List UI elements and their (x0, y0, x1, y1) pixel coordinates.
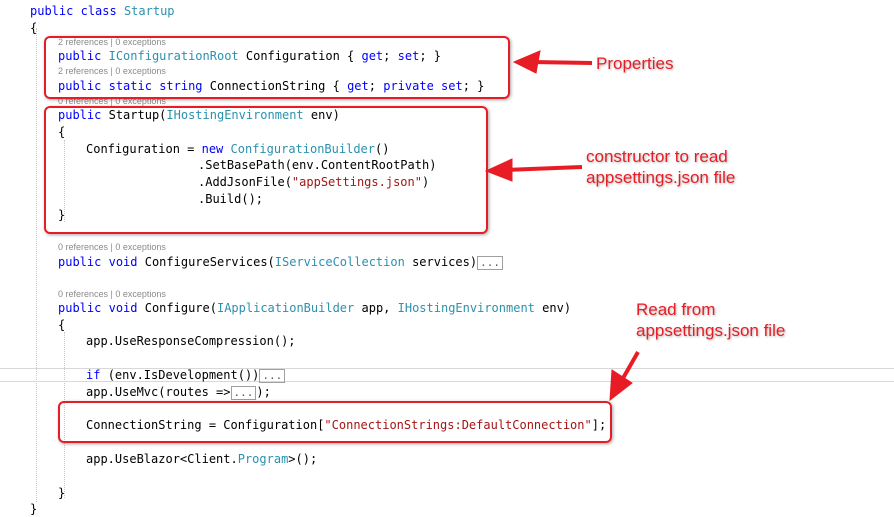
add-json-file-call: .AddJsonFile("appSettings.json") (198, 175, 430, 189)
arrow-head (609, 369, 633, 402)
open-brace: { (30, 21, 38, 35)
configure-signature: public void Configure(IApplicationBuilde… (58, 301, 572, 315)
arrow-shaft (505, 165, 583, 172)
open-brace: { (58, 318, 66, 332)
indent-guide (36, 28, 37, 502)
use-response-compression: app.UseResponseCompression(); (86, 334, 296, 348)
arrow-shaft (531, 60, 593, 65)
properties-highlight-box (44, 36, 510, 99)
line-separator (0, 381, 894, 382)
codelens-references[interactable]: 2 references | 0 exceptions (58, 37, 166, 47)
configuration-property: public IConfigurationRoot Configuration … (58, 49, 442, 63)
configure-services-signature: public void ConfigureServices(IServiceCo… (58, 254, 503, 270)
codelens-references[interactable]: 0 references | 0 exceptions (58, 96, 166, 106)
connection-string-highlight-box (58, 401, 612, 443)
arrow-shaft (620, 351, 640, 381)
codelens-references[interactable]: 0 references | 0 exceptions (58, 289, 166, 299)
set-base-path-call: .SetBasePath(env.ContentRootPath) (198, 158, 437, 172)
arrow-head (484, 158, 513, 182)
collapsed-region-button[interactable]: ... (259, 369, 286, 383)
close-brace: } (58, 208, 66, 222)
line-separator (0, 368, 894, 369)
indent-guide (64, 332, 65, 498)
codelens-references[interactable]: 0 references | 0 exceptions (58, 242, 166, 252)
use-blazor-call: app.UseBlazor<Client.Program>(); (86, 452, 318, 466)
properties-label: Properties (596, 54, 674, 73)
configuration-assignment: Configuration = new ConfigurationBuilder… (86, 142, 390, 156)
codelens-references[interactable]: 2 references | 0 exceptions (58, 66, 166, 76)
indent-guide (64, 140, 65, 222)
constructor-signature: public Startup(IHostingEnvironment env) (58, 108, 340, 122)
open-brace: { (58, 125, 66, 139)
collapsed-region-button[interactable]: ... (477, 256, 503, 270)
build-call: .Build(); (198, 192, 264, 206)
collapsed-region-button[interactable]: ... (230, 386, 257, 400)
close-brace: } (30, 502, 38, 516)
arrow-head (512, 50, 541, 74)
close-brace: } (58, 486, 66, 500)
connection-string-assignment: ConnectionString = Configuration["Connec… (86, 418, 607, 432)
use-mvc-call: app.UseMvc(routes =>...); (86, 385, 271, 400)
connection-string-property: public static string ConnectionString { … (58, 79, 485, 93)
if-is-development: if (env.IsDevelopment())... (86, 367, 286, 383)
class-declaration: public class Startup (30, 4, 175, 18)
